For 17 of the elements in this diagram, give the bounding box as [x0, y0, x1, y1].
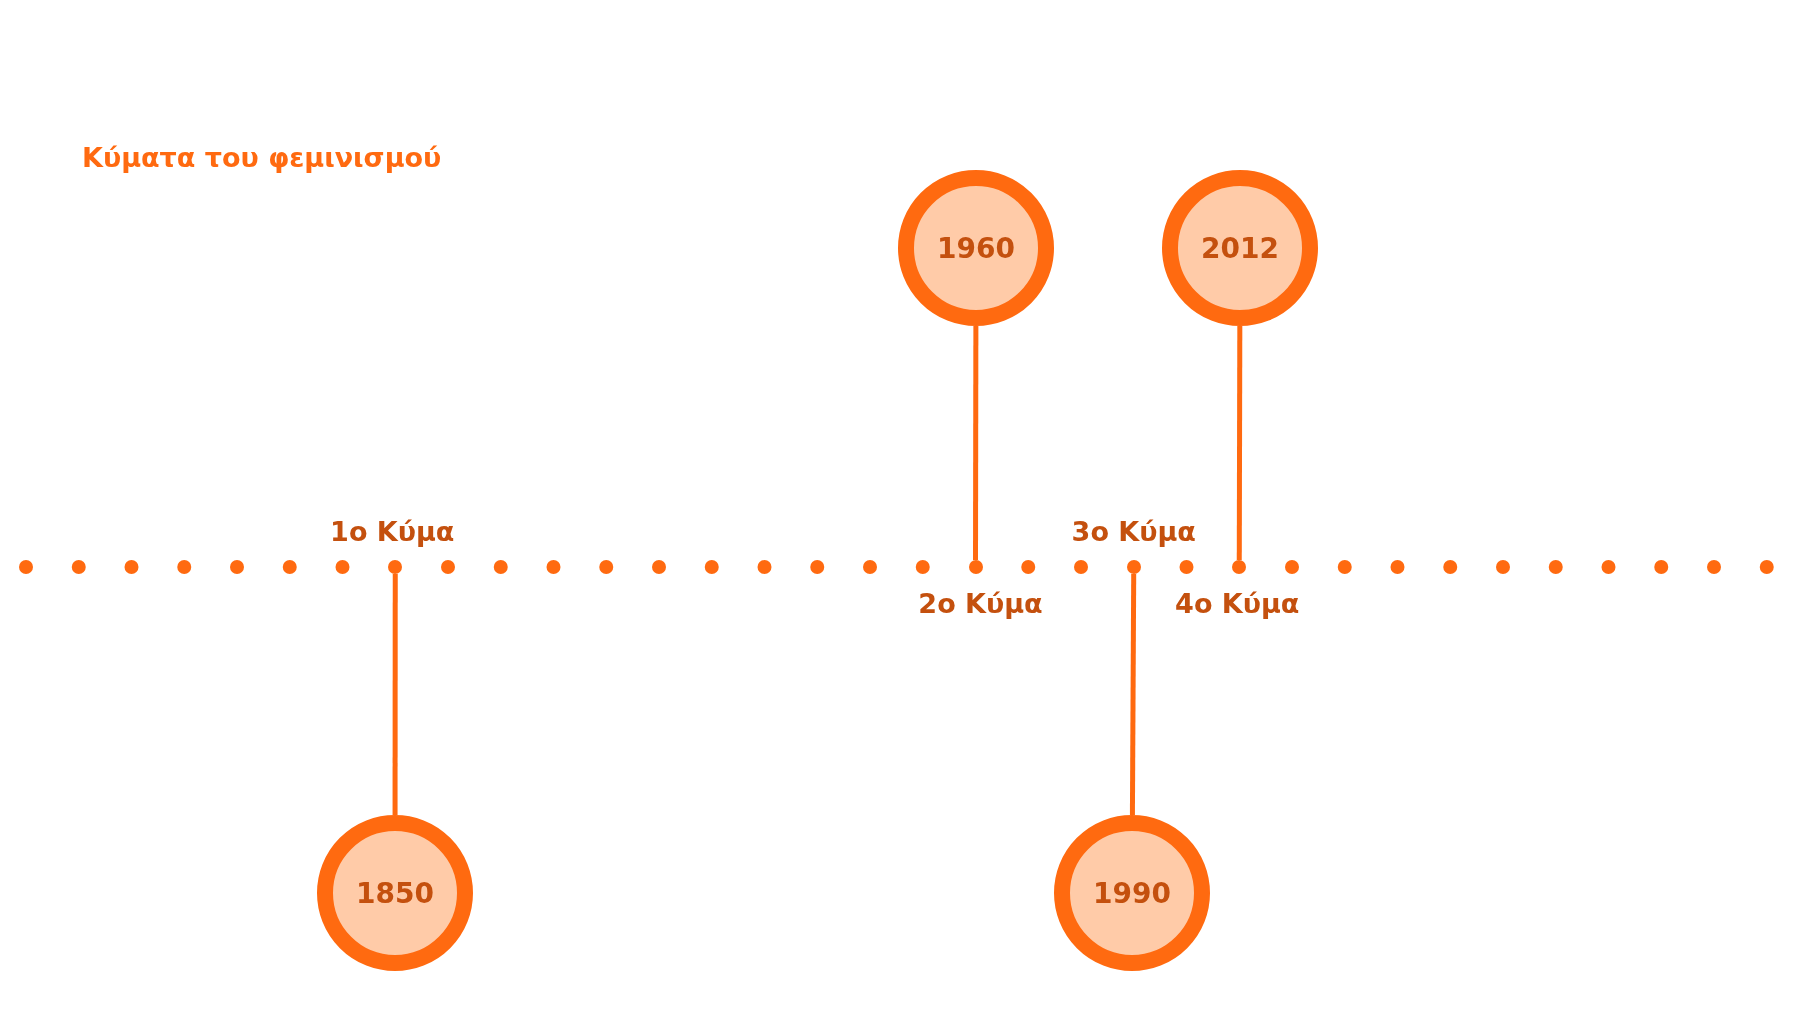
wave-label: 1ο Κύμα	[330, 515, 455, 547]
year-label: 2012	[1201, 231, 1279, 265]
wave-label: 3ο Κύμα	[1071, 515, 1196, 547]
year-label: 1850	[356, 876, 434, 910]
connector-line	[1236, 326, 1243, 560]
wave-label: 4ο Κύμα	[1175, 587, 1300, 619]
title: Κύματα του φεμινισμού	[82, 142, 442, 173]
timeline-dot	[388, 560, 403, 574]
timeline-dot	[968, 560, 983, 574]
timeline-dot	[1232, 560, 1247, 574]
year-label: 1990	[1093, 876, 1171, 910]
connector-line	[973, 326, 979, 560]
wave-label: 2ο Κύμα	[918, 587, 1043, 619]
connector-line	[1129, 574, 1137, 815]
connector-line	[392, 574, 398, 815]
year-label: 1960	[937, 231, 1015, 265]
timeline-dot	[1126, 560, 1141, 574]
